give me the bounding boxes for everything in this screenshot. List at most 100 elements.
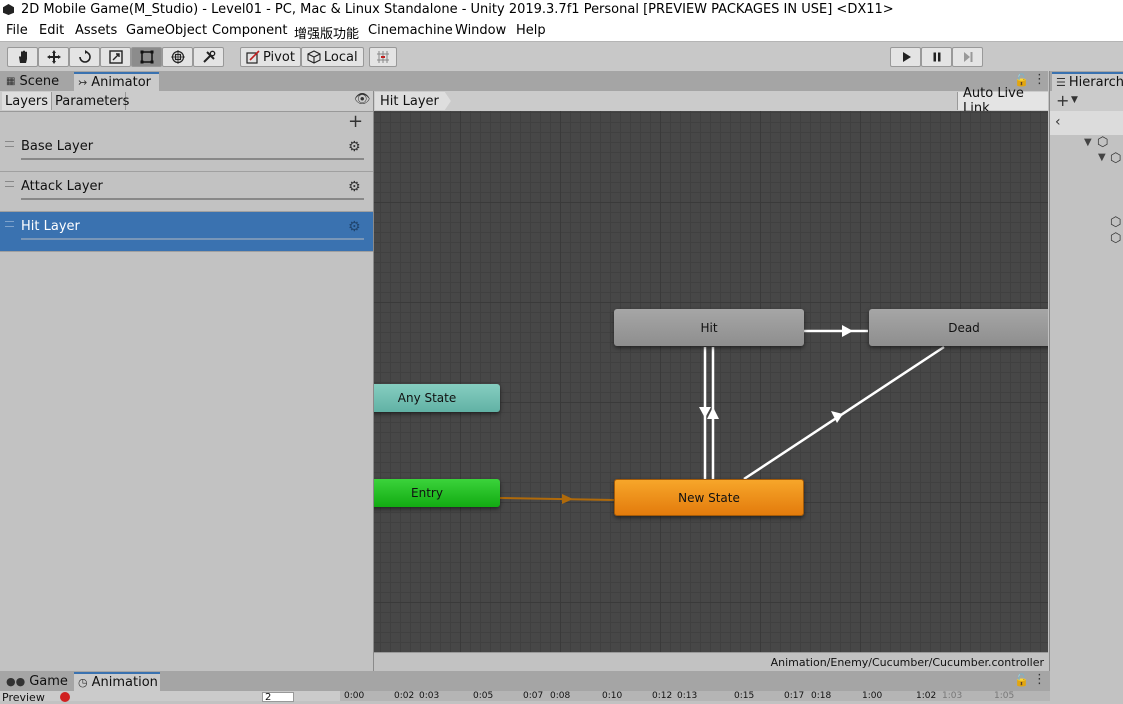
playmode-controls <box>890 47 983 67</box>
menu-assets[interactable]: Assets <box>75 23 118 38</box>
transition-hit-to-newstate[interactable] <box>699 347 711 479</box>
gameobject-cube-icon: ⬡ <box>1110 215 1122 230</box>
expand-arrow-icon[interactable]: ▼ <box>1098 152 1106 163</box>
hierarchy-tab-icon: ☰ <box>1056 76 1066 89</box>
window-title: 2D Mobile Game(M_Studio) - Level01 - PC,… <box>21 2 894 17</box>
animator-graph[interactable]: Hit Dead Any State Entry New State <box>374 111 1048 652</box>
play-icon <box>902 52 911 62</box>
kebab-menu-icon[interactable]: ⋮ <box>1033 72 1046 87</box>
lock-icon[interactable]: 🔓 <box>1014 673 1029 687</box>
transition-hit-to-dead[interactable] <box>804 325 868 337</box>
menu-help[interactable]: Help <box>516 23 546 38</box>
state-label: Dead <box>948 320 980 335</box>
tab-animator-label: Animator <box>91 75 151 90</box>
dock-tabs: ▦ Scene ↣ Animator 🔓 ⋮ <box>0 71 1048 91</box>
rect-tool-button[interactable] <box>131 47 162 67</box>
layer-item[interactable]: Attack Layer ⚙ <box>0 172 373 212</box>
gear-icon[interactable]: ⚙ <box>348 139 361 155</box>
tab-scene[interactable]: ▦ Scene <box>2 72 72 91</box>
tab-parameters[interactable]: Parameters <box>52 92 129 110</box>
time-tick: 0:05 <box>473 691 494 701</box>
tab-hierarchy[interactable]: ☰ Hierarch <box>1052 72 1123 91</box>
pivot-toggle[interactable]: Pivot <box>240 47 301 67</box>
tab-layers[interactable]: Layers <box>2 92 52 110</box>
layers-panel-tabs: Layers Parameters 👁 <box>0 91 373 112</box>
state-node-hit[interactable]: Hit <box>614 309 804 346</box>
back-chevron-icon[interactable]: ‹ <box>1055 114 1061 130</box>
hand-tool-button[interactable] <box>7 47 38 67</box>
time-tick: 0:02 <box>394 691 415 701</box>
transform-tool-button[interactable] <box>162 47 193 67</box>
tab-game[interactable]: ●● Game <box>2 672 72 691</box>
menu-bar: File Edit Assets GameObject Component 增强… <box>0 21 1123 42</box>
state-label: Any State <box>397 391 457 405</box>
time-tick: 1:05 <box>994 691 1015 701</box>
expand-arrow-icon[interactable]: ▼ <box>1084 137 1092 148</box>
local-toggle[interactable]: Local <box>300 47 364 67</box>
scale-icon <box>108 50 123 64</box>
transition-entry-to-newstate[interactable] <box>499 494 615 504</box>
breadcrumb[interactable]: Hit Layer <box>375 92 451 110</box>
state-node-dead[interactable]: Dead <box>869 309 1048 346</box>
time-tick: 0:17 <box>784 691 805 701</box>
state-node-new-state[interactable]: New State <box>614 479 804 516</box>
game-controller-icon: ●● <box>6 675 26 688</box>
gear-icon[interactable]: ⚙ <box>348 219 361 235</box>
state-node-entry[interactable]: Entry <box>374 479 500 507</box>
menu-enhanced[interactable]: 增强版功能 <box>294 27 360 42</box>
menu-edit[interactable]: Edit <box>39 23 65 38</box>
breadcrumb-label: Hit Layer <box>380 93 439 109</box>
record-icon[interactable] <box>60 692 70 702</box>
menu-file[interactable]: File <box>6 23 28 38</box>
menu-cinemachine[interactable]: Cinemachine <box>368 23 453 38</box>
graph-breadcrumb-bar: Hit Layer Auto Live Link <box>374 86 1048 116</box>
eye-icon[interactable]: 👁 <box>354 92 371 107</box>
move-tool-button[interactable] <box>38 47 69 67</box>
tab-scene-label: Scene <box>19 74 60 89</box>
drag-handle-icon[interactable] <box>5 221 14 227</box>
menu-gameobject[interactable]: GameObject <box>126 23 208 38</box>
drag-handle-icon[interactable] <box>5 141 14 147</box>
create-plus-icon[interactable]: + <box>1056 91 1070 110</box>
layers-panel: Layers Parameters 👁 + Base Layer ⚙ Attac… <box>0 91 374 671</box>
pivot-label: Pivot <box>263 49 295 65</box>
pause-button[interactable] <box>921 47 952 67</box>
layer-name: Base Layer <box>21 139 94 154</box>
chevron-down-icon[interactable]: ▼ <box>1071 95 1078 105</box>
preview-button[interactable]: Preview <box>2 691 45 704</box>
transition-newstate-to-dead[interactable] <box>743 345 945 481</box>
transition-newstate-to-hit[interactable] <box>707 347 719 479</box>
transitions-layer <box>499 325 945 504</box>
rotate-tool-button[interactable] <box>69 47 100 67</box>
step-button[interactable] <box>952 47 983 67</box>
local-label: Local <box>323 49 358 65</box>
layer-weight-bar <box>21 198 364 200</box>
time-tick: 0:07 <box>523 691 544 701</box>
layer-item-selected[interactable]: Hit Layer ⚙ <box>0 212 373 252</box>
time-tick: 0:00 <box>344 691 365 701</box>
transform-icon <box>170 50 185 64</box>
tab-animation[interactable]: ◷ Animation <box>74 672 160 691</box>
lock-icon[interactable]: 🔓 <box>1014 73 1029 87</box>
tools-icon <box>202 50 215 63</box>
auto-live-link-toggle[interactable]: Auto Live Link <box>957 86 1048 116</box>
play-button[interactable] <box>890 47 921 67</box>
grid-snap-button[interactable] <box>369 47 397 67</box>
add-layer-button[interactable]: + <box>348 111 364 132</box>
state-node-any-state[interactable]: Any State <box>374 384 500 412</box>
menu-component[interactable]: Component <box>212 23 288 38</box>
transform-tools <box>7 47 224 67</box>
layer-item[interactable]: Base Layer ⚙ <box>0 132 373 172</box>
menu-window[interactable]: Window <box>455 23 507 38</box>
hierarchy-toolbar: + ▼ <box>1050 91 1123 111</box>
custom-tool-button[interactable] <box>193 47 224 67</box>
scale-tool-button[interactable] <box>100 47 131 67</box>
animator-tab-icon: ↣ <box>78 76 88 89</box>
hierarchy-panel: ☰ Hierarch + ▼ ‹ ▼ ⬡ ▼ ⬡ ⬡ ⬡ <box>1049 71 1123 692</box>
gear-icon[interactable]: ⚙ <box>348 179 361 195</box>
tab-animator[interactable]: ↣ Animator <box>74 72 159 91</box>
kebab-menu-icon[interactable]: ⋮ <box>1033 672 1046 687</box>
rect-tool-icon <box>140 50 153 64</box>
drag-handle-icon[interactable] <box>5 181 14 187</box>
timeline-ruler[interactable]: 0:00 0:02 0:03 0:05 0:07 0:08 0:10 0:12 … <box>340 691 1050 701</box>
